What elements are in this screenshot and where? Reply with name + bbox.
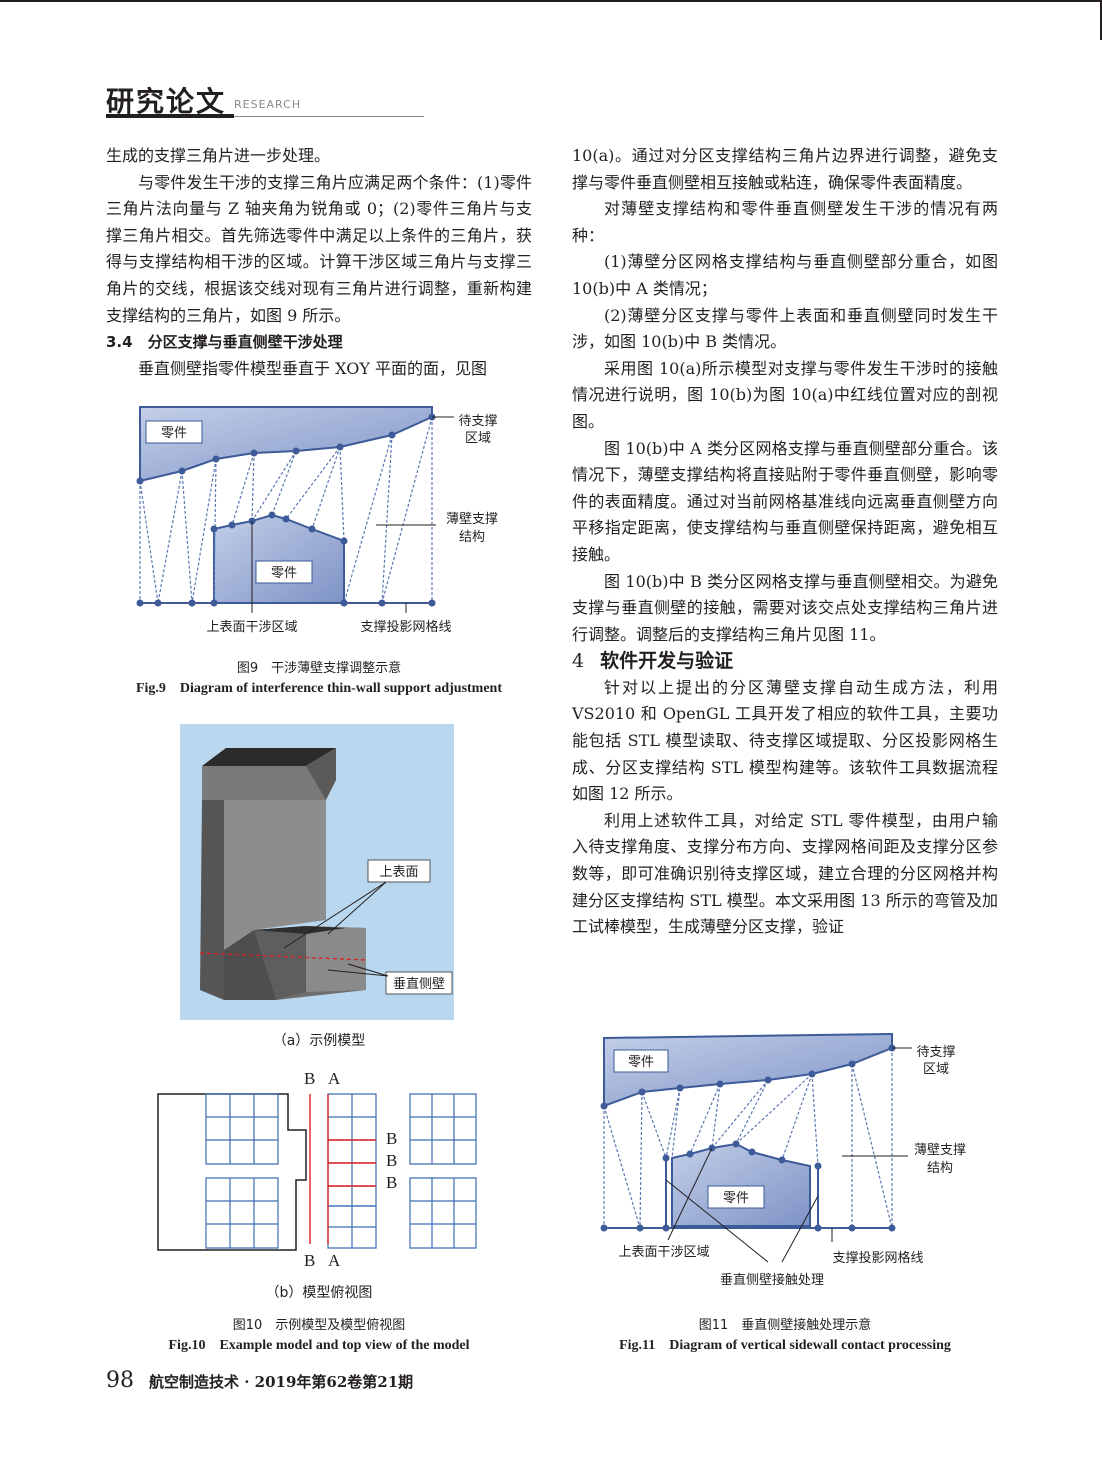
svg-text:支撑投影网格线: 支撑投影网格线 <box>832 1250 923 1266</box>
svg-text:B: B <box>386 1129 397 1148</box>
svg-text:待支撑: 待支撑 <box>458 414 497 429</box>
paragraph: 利用上述软件工具，对给定 STL 零件模型，由用户输入待支撑角度、支撑分布方向、… <box>572 810 998 937</box>
svg-text:B: B <box>386 1173 397 1192</box>
right-column: 10(a)。通过对分区支撑结构三角片边界进行调整，避免支撑与零件垂直侧壁相互接触… <box>572 143 998 941</box>
svg-text:薄壁支撑: 薄壁支撑 <box>914 1143 966 1158</box>
figure-11: 零件 零件 待支撑 区域 薄壁支撑 结构 上表面干涉区域 支撑投影网格线 垂直侧… <box>572 1030 998 1360</box>
svg-text:A: A <box>328 1251 341 1270</box>
fig11-caption-cn: 图11 垂直侧壁接触处理示意 <box>698 1318 872 1333</box>
paragraph: 生成的支撑三角片进一步处理。 <box>106 146 331 165</box>
figure-9: 零件 零件 待支撑 区域 薄壁支撑 结构 上表面干涉区域 支撑投影网格线 图9 … <box>106 395 532 700</box>
running-header: 研究论文 RESEARCH <box>106 80 424 120</box>
section-heading: 3.4 分区支撑与垂直侧壁干涉处理 <box>106 333 343 352</box>
svg-text:垂直侧壁: 垂直侧壁 <box>393 977 445 992</box>
paragraph: 针对以上提出的分区薄壁支撑自动生成方法，利用 VS2010 和 OpenGL 工… <box>572 677 998 804</box>
fig10a-model: 上表面 垂直侧壁 <box>180 724 454 1020</box>
fig10-caption-cn: 图10 示例模型及模型俯视图 <box>232 1318 406 1333</box>
section-title-en: RESEARCH <box>234 98 302 111</box>
fig11-diagram: 零件 零件 待支撑 区域 薄壁支撑 结构 上表面干涉区域 支撑投影网格线 垂直侧… <box>600 1032 966 1288</box>
fig9-diagram: 零件 零件 待支撑 区域 薄壁支撑 结构 上表面干涉区域 支撑投影网格线 <box>136 406 498 635</box>
svg-text:零件: 零件 <box>161 426 187 441</box>
svg-text:B: B <box>386 1151 397 1170</box>
grid-cells <box>205 1093 477 1249</box>
top-rule <box>0 0 1102 2</box>
svg-text:结构: 结构 <box>927 1161 953 1176</box>
paragraph: 图 10(b)中 B 类分区网格支撑与垂直侧壁相交。为避免支撑与垂直侧壁的接触，… <box>572 571 998 644</box>
fig11-caption-en: Fig.11 Diagram of vertical sidewall cont… <box>619 1338 951 1353</box>
paragraph: (1)薄壁分区网格支撑结构与垂直侧壁部分重合，如图 10(b)中 A 类情况； <box>572 252 998 298</box>
svg-text:B: B <box>304 1251 315 1270</box>
page-footer: 98 航空制造技术 · 2019年第62卷第21期 <box>106 1368 413 1393</box>
svg-text:A: A <box>328 1069 341 1088</box>
corner-rule <box>1100 0 1102 40</box>
fig10-caption-en: Fig.10 Example model and top view of the… <box>168 1338 470 1353</box>
svg-text:支撑投影网格线: 支撑投影网格线 <box>360 619 451 635</box>
fig9-caption-cn: 图9 干涉薄壁支撑调整示意 <box>236 661 402 676</box>
red-adjusted-lines <box>309 1094 376 1244</box>
svg-text:结构: 结构 <box>459 530 485 545</box>
paragraph: 与零件发生干涉的支撑三角片应满足两个条件：(1)零件三角片法向量与 Z 轴夹角为… <box>106 172 532 325</box>
paragraph: 10(a)。通过对分区支撑结构三角片边界进行调整，避免支撑与零件垂直侧壁相互接触… <box>572 146 998 192</box>
svg-text:区域: 区域 <box>465 431 491 446</box>
part-bottom-shape <box>213 513 345 604</box>
svg-text:上表面: 上表面 <box>379 865 418 880</box>
journal-name: 航空制造技术 · 2019年第62卷第21期 <box>149 1373 414 1391</box>
svg-text:上表面干涉区域: 上表面干涉区域 <box>618 1245 709 1260</box>
figure-10: 上表面 垂直侧壁 （a）示例模型 B A B B B B A <box>106 720 532 1360</box>
svg-text:零件: 零件 <box>723 1191 749 1206</box>
fig10a-subcaption: （a）示例模型 <box>272 1033 366 1049</box>
svg-text:待支撑: 待支撑 <box>916 1045 955 1060</box>
section-title-cn: 研究论文 <box>106 85 227 118</box>
svg-text:垂直侧壁接触处理: 垂直侧壁接触处理 <box>720 1272 824 1288</box>
paragraph: 采用图 10(a)所示模型对支撑与零件发生干涉时的接触情况进行说明，图 10(b… <box>572 358 998 431</box>
fig10b-subcaption: （b）模型俯视图 <box>265 1285 373 1301</box>
fig10b-topview: B A B B B B A <box>157 1069 477 1270</box>
svg-text:零件: 零件 <box>271 566 297 581</box>
support-lines <box>139 416 433 604</box>
svg-text:薄壁支撑: 薄壁支撑 <box>446 512 498 527</box>
svg-text:B: B <box>304 1069 315 1088</box>
page-number: 98 <box>106 1368 134 1393</box>
paragraph: 图 10(b)中 A 类分区网格支撑与垂直侧壁部分重合。该情况下，薄壁支撑结构将… <box>572 438 998 564</box>
svg-text:零件: 零件 <box>628 1055 654 1070</box>
left-column: 生成的支撑三角片进一步处理。 与零件发生干涉的支撑三角片应满足两个条件：(1)零… <box>106 143 532 382</box>
paragraph: (2)薄壁分区支撑与零件上表面和垂直侧壁同时发生干涉，如图 10(b)中 B 类… <box>572 305 998 352</box>
paragraph: 对薄壁支撑结构和零件垂直侧壁发生干涉的情况有两种： <box>572 199 998 245</box>
paragraph: 垂直侧壁指零件模型垂直于 XOY 平面的面，见图 <box>138 358 487 378</box>
svg-text:上表面干涉区域: 上表面干涉区域 <box>206 620 297 635</box>
svg-text:区域: 区域 <box>923 1062 949 1077</box>
fig9-caption-en: Fig.9 Diagram of interference thin-wall … <box>135 681 503 696</box>
